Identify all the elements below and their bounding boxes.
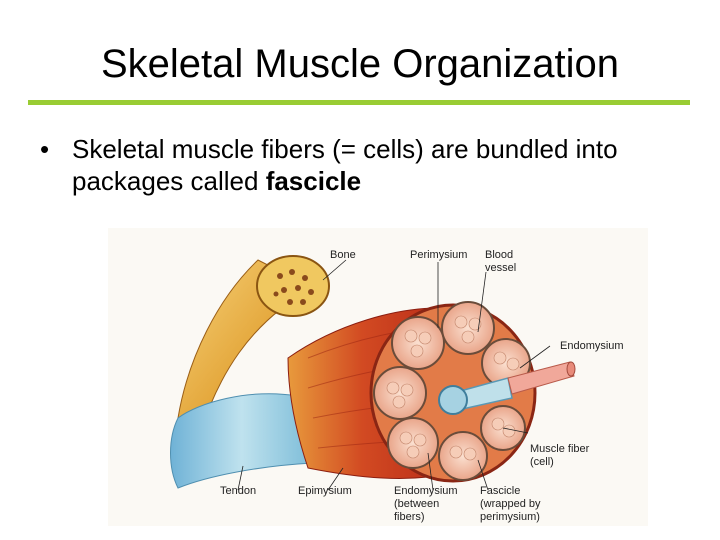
label-muscle-fiber-line2: (cell) bbox=[530, 456, 554, 468]
muscle-diagram-svg: Bone Perimysium Blood vessel Endomysium … bbox=[108, 228, 648, 526]
fascicle bbox=[387, 417, 439, 469]
label-fascicle-line1: Fascicle bbox=[480, 485, 520, 497]
bullet-text-regular: Skeletal muscle fibers (= cells) are bun… bbox=[72, 134, 618, 196]
label-perimysium: Perimysium bbox=[410, 249, 467, 261]
label-endomysium-bottom-line3: fibers) bbox=[394, 511, 425, 523]
fascicle bbox=[441, 301, 495, 355]
label-blood-vessel-line1: Blood bbox=[485, 249, 513, 261]
fascicle bbox=[373, 366, 427, 420]
vessel-opening bbox=[438, 385, 468, 415]
tendon bbox=[170, 393, 314, 489]
bullet-text-bold: fascicle bbox=[265, 166, 362, 196]
label-endomysium-bottom-line1: Endomysium bbox=[394, 485, 458, 497]
label-blood-vessel-line2: vessel bbox=[485, 262, 516, 274]
bullet-text: Skeletal muscle fibers (= cells) are bun… bbox=[72, 133, 672, 197]
muscle-fibers bbox=[386, 315, 520, 461]
fascicle bbox=[391, 316, 445, 370]
label-endomysium-bottom-line2: (between bbox=[394, 498, 439, 510]
slide-title: Skeletal Muscle Organization bbox=[100, 42, 620, 86]
label-fascicle-line2: (wrapped by bbox=[480, 498, 541, 510]
bullet-marker: • bbox=[40, 134, 50, 164]
fascicle bbox=[438, 431, 488, 481]
title-underline bbox=[28, 100, 690, 105]
label-fascicle-line3: perimysium) bbox=[480, 511, 540, 523]
label-tendon: Tendon bbox=[220, 485, 256, 497]
muscle-diagram: Bone Perimysium Blood vessel Endomysium … bbox=[108, 228, 648, 526]
label-muscle-fiber-line1: Muscle fiber bbox=[530, 443, 590, 455]
label-epimysium: Epimysium bbox=[298, 485, 352, 497]
label-bone: Bone bbox=[330, 249, 356, 261]
bone-cross-section bbox=[256, 255, 330, 317]
fascicles bbox=[373, 301, 531, 481]
single-muscle-fiber bbox=[507, 361, 575, 395]
bone-marrow-dots bbox=[273, 269, 314, 305]
label-endomysium-right: Endomysium bbox=[560, 340, 624, 352]
leader-lines bbox=[237, 259, 551, 491]
